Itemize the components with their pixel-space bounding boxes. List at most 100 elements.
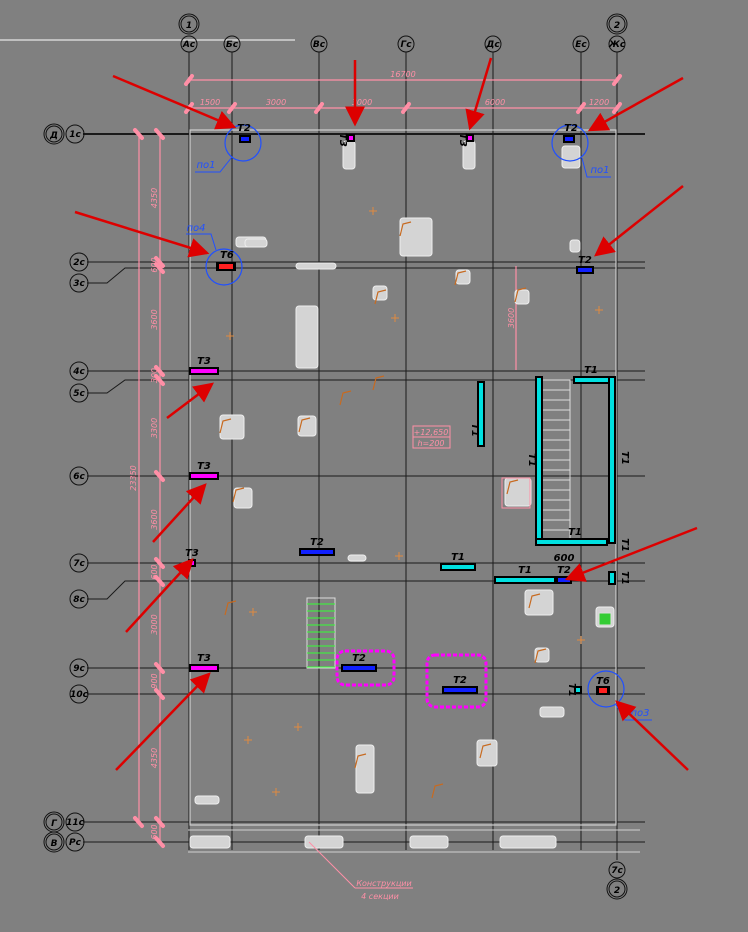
dimension-text: 3600 <box>150 309 159 329</box>
red-pointer-arrow <box>594 185 684 257</box>
dimension-text: 4350 <box>150 188 159 208</box>
axis-bubble-outer <box>43 123 65 145</box>
anchor-cross-mark <box>272 788 280 796</box>
dimension-text: 3000 <box>266 98 286 107</box>
column-block <box>514 289 530 305</box>
axis-label-column: Жс <box>608 40 626 50</box>
opening-t2-fill <box>343 666 375 670</box>
dimension-tick <box>612 74 622 86</box>
red-pointer-arrow <box>115 672 211 771</box>
column-block <box>539 706 565 718</box>
dimension-text: 900 <box>150 673 159 688</box>
callout-circle <box>205 248 243 286</box>
wall-t1-fill <box>575 378 613 382</box>
column-rebar-mark <box>224 600 237 616</box>
axis-bubble <box>69 361 89 381</box>
dimension-tick <box>154 662 165 674</box>
axis-bubble-inner <box>180 15 198 33</box>
element-mark-t2: Т2 <box>578 255 592 266</box>
element-mark-t1: Т1 <box>518 565 532 576</box>
axis-label-row: 5с <box>73 389 85 399</box>
element-mark-t3: Т3 <box>185 548 199 559</box>
axis-label-main: 2 <box>614 21 620 31</box>
axis-bubble <box>608 35 626 53</box>
element-mark-t3: Т3 <box>457 133 468 147</box>
dimension-text: 300 <box>150 368 159 383</box>
axis-bubble-inner <box>45 833 63 851</box>
column-block <box>455 269 471 285</box>
element-mark-t1: Т1 <box>568 527 582 538</box>
dimension-tick <box>612 102 622 114</box>
red-pointer-arrow <box>564 526 698 582</box>
column-rebar-mark <box>339 390 352 406</box>
column-block <box>476 739 498 767</box>
axis-label-row: 3с <box>73 279 85 289</box>
axis-label-row: 2с <box>73 258 85 268</box>
element-mark-t1: Т1 <box>619 451 630 465</box>
dimension-tick <box>133 816 144 828</box>
column-rebar-mark <box>479 743 492 759</box>
wall-t1-fill <box>610 573 614 583</box>
note-leader <box>308 841 356 889</box>
column-block <box>504 477 532 507</box>
column-block <box>561 145 581 169</box>
anchor-cross-mark <box>249 608 257 616</box>
opening-t3-fill <box>349 136 353 140</box>
dimension-tick <box>154 816 165 828</box>
dimension-text: 600 <box>150 564 159 579</box>
column-block <box>295 305 319 369</box>
callout-leader <box>186 233 217 251</box>
dimension-tick <box>154 688 165 700</box>
column-rebar-mark <box>354 753 367 769</box>
callout-circle <box>587 670 625 708</box>
opening-t1-small-fill <box>576 688 580 692</box>
callout-label-po1: по1 <box>196 160 215 171</box>
dimension-text: 4350 <box>150 748 159 768</box>
axis-bubble <box>69 252 89 272</box>
axis-bubble-outer <box>606 13 628 35</box>
dimension-text: 3600 <box>507 308 516 328</box>
axis-bubble <box>572 35 590 53</box>
axis-label-column: Бс <box>226 40 239 50</box>
axis-bubble <box>69 589 89 609</box>
axis-label-main: 1 <box>186 21 192 31</box>
element-mark-t1: Т1 <box>584 365 598 376</box>
axis-bubble-outer <box>606 878 628 900</box>
column-block <box>219 414 245 440</box>
element-mark-t2: Т2 <box>453 675 467 686</box>
element-mark-t2: Т2 <box>352 653 366 664</box>
red-pointer-arrow <box>125 558 194 633</box>
axis-label-row: Рс <box>69 838 82 848</box>
dimension-tick <box>227 102 237 114</box>
opening-t6-fill <box>219 264 233 269</box>
anchor-cross-mark <box>369 207 377 215</box>
axis-bubble-outer <box>43 831 65 853</box>
wall-t1-fill <box>442 565 474 569</box>
anchor-cross-mark <box>244 736 252 744</box>
axis-bubble <box>69 684 89 704</box>
column-block <box>295 262 337 270</box>
callout-label-po4: по4 <box>186 223 205 234</box>
element-mark-t2: Т2 <box>237 123 251 134</box>
element-mark-t3: Т3 <box>337 133 348 147</box>
dimension-tick <box>154 365 165 377</box>
column-rebar-mark <box>374 289 387 305</box>
column-block <box>372 285 388 301</box>
column-block <box>569 239 581 253</box>
axis-label-row: 9с <box>73 664 85 674</box>
opening-t2-fill <box>444 688 476 692</box>
red-pointer-arrow <box>465 57 493 131</box>
opening-t2-fill <box>578 268 592 272</box>
pink-column-outline <box>501 477 531 509</box>
dimension-tick <box>154 836 165 848</box>
element-mark-t1: Т1 <box>619 538 630 552</box>
axis-label-column: Ас <box>182 40 196 50</box>
axis-bubble <box>69 383 89 403</box>
dimension-tick <box>154 128 165 140</box>
column-block <box>297 415 317 437</box>
dimension-tick <box>154 470 165 482</box>
axis-bubble <box>180 35 198 53</box>
anchor-cross-mark <box>577 636 585 644</box>
column-block <box>534 647 550 663</box>
